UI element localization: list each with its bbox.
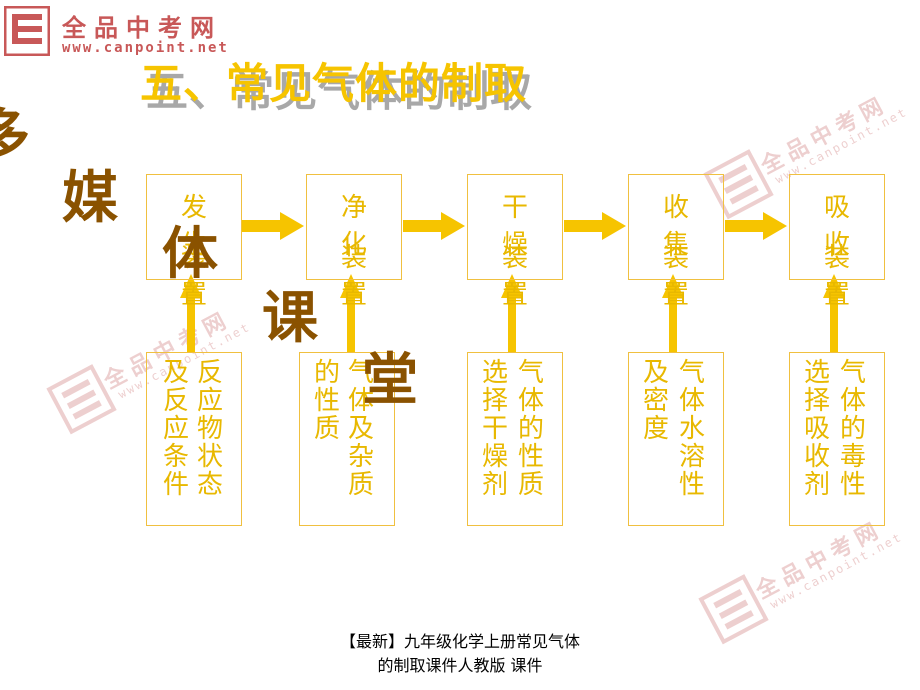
note-column-left: 及密度 <box>643 358 670 444</box>
note-box: 选择干燥剂 气体的性质 <box>467 352 563 526</box>
decor-char: 媒 <box>62 165 118 231</box>
caption-line: 的制取课件人教版 课件 <box>377 656 543 675</box>
arrow-right-icon <box>242 220 284 232</box>
slide-title: 五、常见气体的制取 <box>140 59 528 108</box>
arrow-right-icon <box>763 212 787 240</box>
arrow-up-icon <box>662 274 684 298</box>
arrow-right-icon <box>725 220 767 232</box>
arrow-up-icon <box>501 274 523 298</box>
arrow-up-icon <box>180 274 202 298</box>
note-column-right: 反应物状态 <box>197 358 224 500</box>
site-logo: 全品中考网 www.canpoint.net <box>4 4 230 60</box>
note-column-right: 气体的毒性 <box>840 358 867 500</box>
caption: 【最新】九年级化学上册常见气体 的制取课件人教版 课件 <box>0 630 920 678</box>
logo-name: 全品中考网 <box>62 14 222 42</box>
arrow-right-icon <box>280 212 304 240</box>
stage-label: 净 化 <box>340 193 381 260</box>
watermark-logo-icon <box>703 149 774 220</box>
note-box: 选择吸收剂 气体的毒性 <box>789 352 885 526</box>
stage-label: 吸 收 <box>823 193 864 260</box>
watermark: 全品中考网 www.canpoint.net <box>697 490 920 660</box>
note-box: 的性质 气体及杂质 <box>299 352 395 526</box>
arrow-up-icon <box>823 274 845 298</box>
arrow-up-icon <box>669 294 677 352</box>
stage-box-drying: 干 燥 装 置 <box>467 174 563 310</box>
arrow-up-icon <box>830 294 838 352</box>
stage-label: 装 置 <box>662 243 703 310</box>
watermark-logo-icon <box>698 574 769 645</box>
watermark: 全品中考网 www.canpoint.net <box>702 65 920 235</box>
decor-char: 堂 <box>362 347 418 413</box>
stage-label: 装 置 <box>823 243 864 310</box>
caption-line: 【最新】九年级化学上册常见气体 <box>339 632 580 651</box>
arrow-up-icon <box>347 294 355 352</box>
stage-label: 发 生 <box>180 193 221 260</box>
arrow-right-icon <box>602 212 626 240</box>
note-column-left: 及反应条件 <box>163 358 190 500</box>
note-box: 及反应条件 反应物状态 <box>146 352 242 526</box>
stage-box-generation: 发 生 装 置 <box>146 174 242 310</box>
note-column-right: 气体的性质 <box>518 358 545 500</box>
stage-label: 收 集 <box>662 193 703 260</box>
decor-char: 体 <box>162 221 218 287</box>
stage-box-collection: 收 集 装 置 <box>628 174 724 310</box>
arrow-right-icon <box>441 212 465 240</box>
note-column-left: 选择干燥剂 <box>482 358 509 500</box>
watermark: 全品中考网 www.canpoint.net <box>45 280 281 450</box>
note-column-right: 气体水溶性 <box>679 358 706 500</box>
arrow-up-icon <box>340 274 362 298</box>
stage-label: 装 置 <box>501 243 542 310</box>
watermark-logo-icon <box>46 364 117 435</box>
note-column-right: 气体及杂质 <box>348 358 375 500</box>
note-box: 及密度 气体水溶性 <box>628 352 724 526</box>
arrow-right-icon <box>564 220 606 232</box>
arrow-right-icon <box>403 220 445 232</box>
note-column-left: 选择吸收剂 <box>804 358 831 500</box>
stage-box-purification: 净 化 装 置 <box>306 174 402 310</box>
logo-mark-icon <box>4 6 50 56</box>
note-column-left: 的性质 <box>314 358 341 444</box>
decor-char: 课 <box>262 285 318 351</box>
stage-label: 装 置 <box>180 243 221 310</box>
stage-label: 干 燥 <box>501 193 542 260</box>
decor-char: 多 <box>0 103 30 169</box>
logo-url: www.canpoint.net <box>62 40 229 56</box>
stage-box-absorption: 吸 收 装 置 <box>789 174 885 310</box>
stage-label: 装 置 <box>340 243 381 310</box>
arrow-up-icon <box>187 294 195 352</box>
arrow-up-icon <box>508 294 516 352</box>
